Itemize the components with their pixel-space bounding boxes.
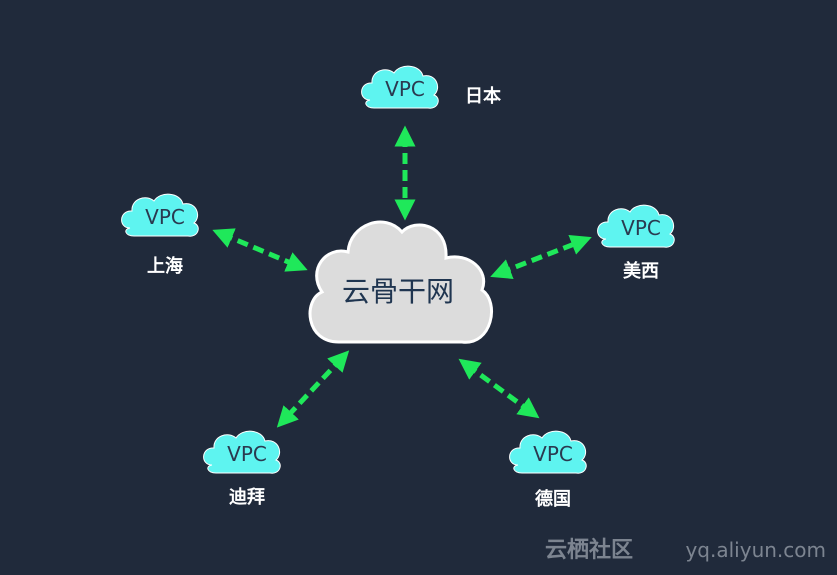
arrow-germany <box>458 358 540 419</box>
hub-label: 云骨干网 <box>342 275 454 308</box>
vpc-label: VPC <box>385 77 425 101</box>
region-label-us-west: 美西 <box>623 260 659 282</box>
vpc-label: VPC <box>227 442 267 466</box>
watermark: 云栖社区 yq.aliyun.com <box>545 537 826 563</box>
hub-cloud-shape <box>308 220 493 344</box>
vpc-node-japan: VPC 日本 <box>361 65 501 109</box>
vpc-label: VPC <box>533 442 573 466</box>
watermark-brand: 云栖社区 <box>545 537 633 563</box>
region-label-shanghai: 上海 <box>147 255 183 277</box>
arrows <box>212 125 592 428</box>
arrow-dubai <box>276 350 350 428</box>
region-label-germany: 德国 <box>535 488 571 510</box>
arrow-shanghai <box>212 228 308 272</box>
region-label-japan: 日本 <box>465 85 501 107</box>
vpc-node-us-west: VPC 美西 <box>597 204 675 282</box>
vpc-label: VPC <box>621 216 661 240</box>
vpc-node-dubai: VPC 迪拜 <box>203 430 281 508</box>
vpc-node-germany: VPC 德国 <box>509 430 587 510</box>
region-label-dubai: 迪拜 <box>229 486 265 508</box>
vpc-node-shanghai: VPC 上海 <box>121 193 199 277</box>
watermark-site: yq.aliyun.com <box>685 538 826 562</box>
hub-cloud: 云骨干网 <box>308 220 493 344</box>
arrow-us-west <box>490 235 592 279</box>
vpc-label: VPC <box>145 205 185 229</box>
